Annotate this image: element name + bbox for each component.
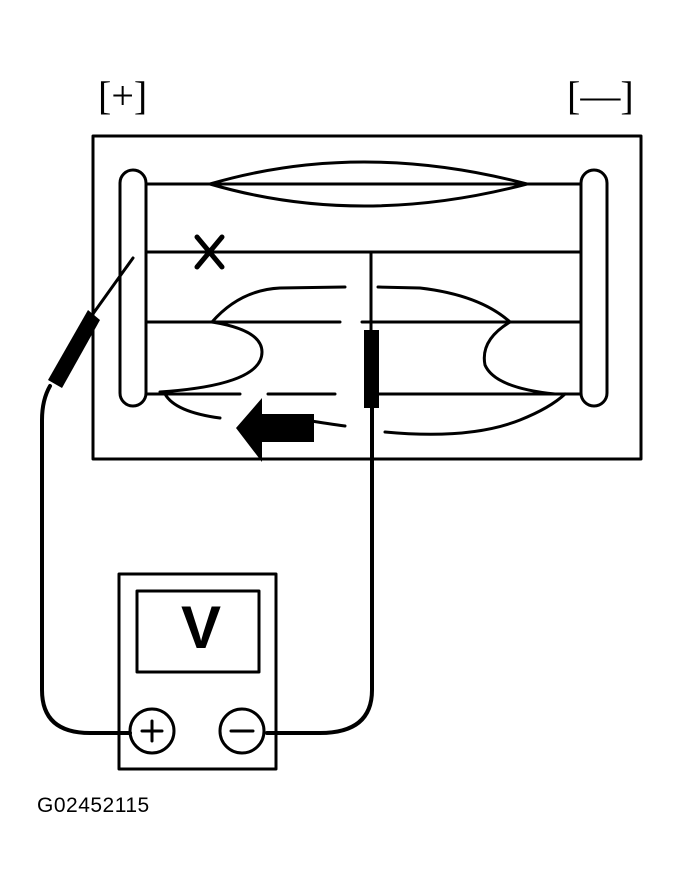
positive-jack[interactable]: [128, 707, 176, 755]
flow-lens-mid-right: [376, 285, 512, 324]
left-arrow-icon: [236, 398, 314, 462]
positive-probe-lead: [40, 384, 132, 735]
flow-bulge-right: [482, 320, 557, 396]
negative-terminal-label: [—]: [567, 73, 634, 118]
flow-lens-mid-left: [210, 285, 347, 324]
negative-bus-bar: [579, 168, 609, 408]
negative-jack[interactable]: [218, 707, 266, 755]
plus-icon: [140, 719, 164, 743]
positive-probe-tip: [88, 256, 135, 320]
positive-terminal-label: [+]: [98, 73, 148, 118]
negative-probe-body: [364, 330, 379, 408]
flow-lens-top: [208, 160, 529, 208]
voltmeter-display-text: V: [180, 594, 222, 661]
positive-bus-bar: [118, 168, 148, 408]
voltmeter-body: [117, 572, 278, 771]
flow-lower-right: [383, 392, 567, 436]
positive-probe-body: [48, 310, 100, 388]
x-mark-icon: [194, 234, 225, 270]
negative-probe-lead: [265, 406, 374, 735]
flow-bulge-left: [158, 320, 264, 394]
voltmeter-display: [135, 589, 261, 674]
figure-code: G02452115: [37, 794, 150, 817]
rear-window-frame: [91, 134, 643, 461]
flow-lower-left: [163, 392, 222, 420]
